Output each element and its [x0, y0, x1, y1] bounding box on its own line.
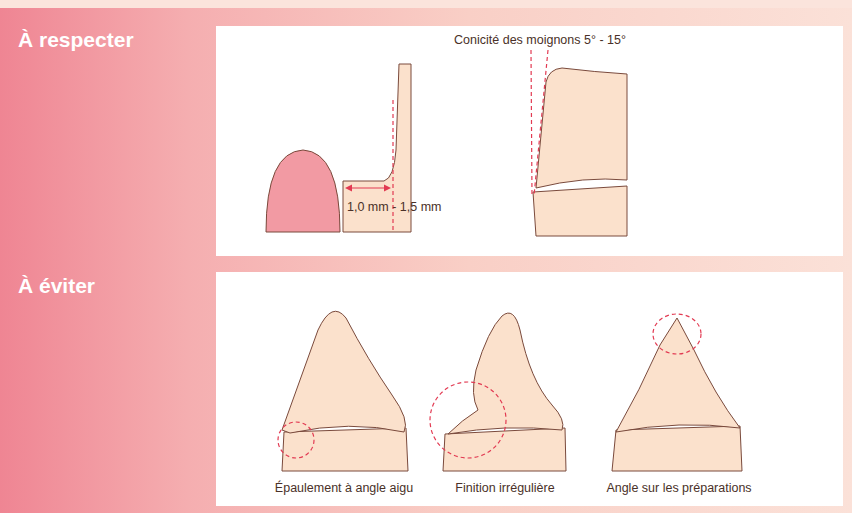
section-heading: À respecter: [18, 28, 134, 52]
defect-circle: [430, 382, 506, 458]
defect-circle: [278, 422, 314, 458]
caption-label: Angle sur les préparations: [606, 481, 751, 496]
root: [443, 428, 566, 471]
caption-label: Épaulement à angle aigu: [275, 481, 413, 496]
tooth-sharp-angle: [616, 318, 740, 432]
section-panel: À éviter: [216, 272, 843, 506]
taper-guide: [534, 50, 548, 196]
arrowhead: [345, 185, 352, 192]
root: [612, 426, 742, 471]
conical-stump: [536, 68, 627, 188]
panel: [216, 26, 843, 256]
panel: [216, 272, 843, 506]
tooth-acute-shoulder: [282, 311, 406, 433]
top-strip: [0, 0, 852, 8]
adjacent-tooth: [266, 150, 340, 232]
defect-circle: [653, 314, 701, 354]
dimension-line: [350, 187, 386, 188]
taper-guide: [531, 50, 532, 196]
root: [533, 186, 627, 236]
root: [282, 428, 408, 471]
dimension-label: 1,0 mm - 1,5 mm: [347, 200, 441, 215]
caption-label: Finition irrégulière: [455, 481, 554, 496]
dimension-label: Conicité des moignons 5° - 15°: [454, 33, 626, 48]
section-heading: À éviter: [18, 274, 95, 298]
section-panel: À respecter: [216, 26, 843, 256]
arrowhead: [384, 185, 391, 192]
